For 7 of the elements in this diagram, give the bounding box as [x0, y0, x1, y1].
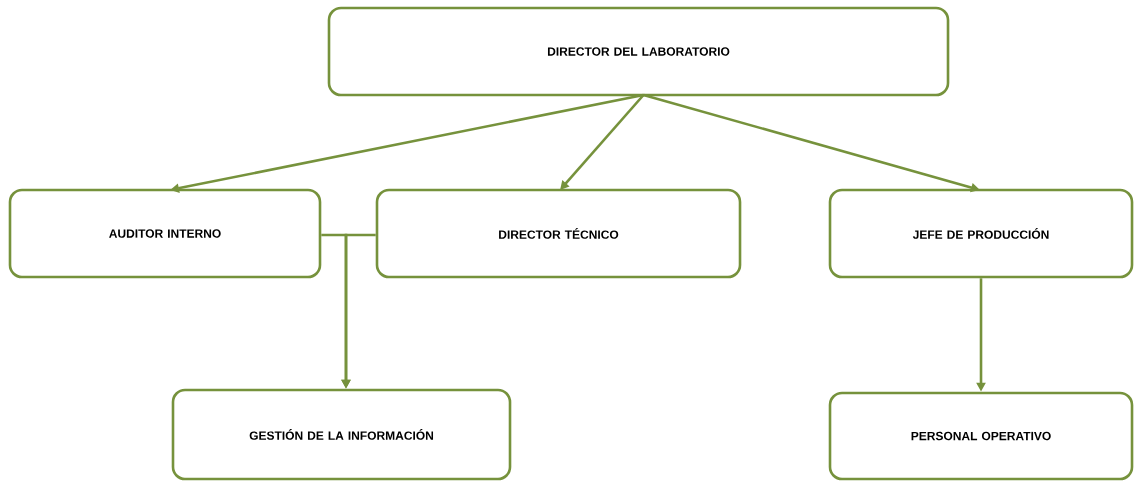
org-box: DIRECTOR DEL LABORATORIO — [327, 6, 950, 97]
org-box: JEFE DE PRODUCCIÓN — [828, 188, 1134, 279]
org-box: GESTIÓN DE LA INFORMACIÓN — [171, 388, 512, 481]
org-box: AUDITOR INTERNO — [8, 188, 322, 279]
arrow — [560, 94, 645, 190]
org-box: DIRECTOR TÉCNICO — [375, 188, 742, 279]
org-box: PERSONAL OPERATIVO — [828, 391, 1134, 481]
